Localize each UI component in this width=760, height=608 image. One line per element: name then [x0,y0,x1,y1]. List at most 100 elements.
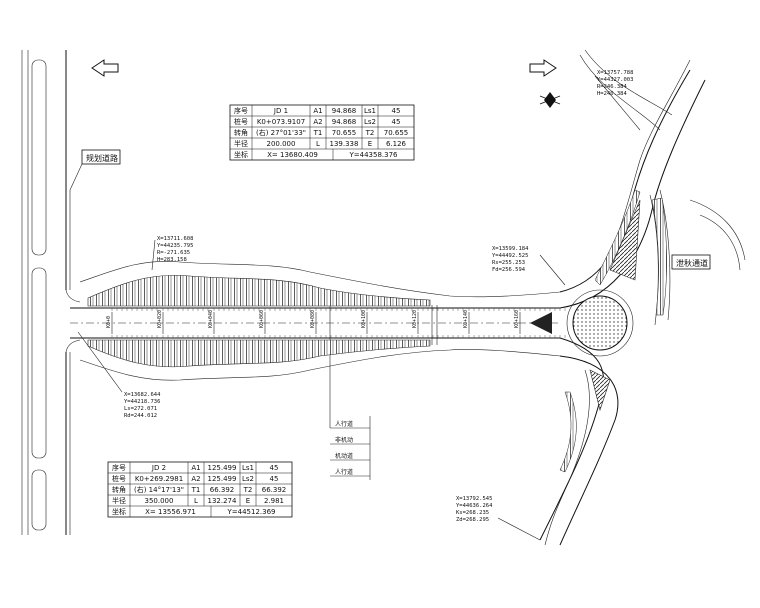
svg-text:X=13682.644: X=13682.644 [124,392,161,398]
left-vertical-road [21,50,81,535]
jd1-coord-x: X= 13680.409 [267,151,318,159]
lane-legend: 人行道 非机动 机动道 人行道 [330,416,371,480]
jd2-cell: 45 [270,464,279,472]
svg-text:R=246.384: R=246.384 [597,84,627,90]
svg-text:X=13711.608: X=13711.608 [157,236,193,242]
jd2-cell: 132.274 [208,497,237,505]
station-label: K0+060 [259,310,265,328]
jd2-cell: 45 [270,475,279,483]
jd1-cell: K0+073.9107 [257,118,305,126]
jd1-cell: JD 1 [273,107,288,115]
jd2-cell: 转角 [112,485,126,494]
jd2-coord-label: 坐标 [112,507,126,516]
jd2-cell: A2 [191,475,200,483]
lane-label-3: 机动道 [335,452,353,460]
jd2-cell: 66.392 [210,486,235,494]
svg-text:R=-271.635: R=-271.635 [157,250,190,256]
svg-text:Ls=272.071: Ls=272.071 [124,406,157,412]
jd2-cell: 350.000 [145,497,174,505]
jd2-cell: L [194,497,198,505]
jd2-cell: T1 [191,486,201,494]
jd1-cell: T1 [313,129,323,137]
jd2-cell: Ls1 [242,464,254,472]
jd2-cell: 序号 [112,463,126,472]
jd1-cell: 94.868 [332,118,357,126]
jd1-cell: Ls1 [364,107,376,115]
jd2-cell: A1 [191,464,200,472]
station-label: K0+080 [310,310,316,328]
jd1-cell: T2 [365,129,375,137]
svg-text:Y=44235.795: Y=44235.795 [157,243,193,249]
right-junction [530,49,746,546]
station-label: K0+0 [106,316,112,328]
jd1-cell: 45 [392,118,401,126]
jd1-cell: 45 [392,107,401,115]
jd1-cell: 139.338 [330,140,359,148]
svg-text:Y=44327.003: Y=44327.003 [597,77,633,83]
jd1-cell: 桩号 [234,117,248,126]
main-road [70,261,561,428]
jd1-cell: 94.868 [332,107,357,115]
jd1-cell: 200.000 [267,140,296,148]
station-label: K0+160 [514,310,520,328]
jd1-cell: Ls2 [364,118,376,126]
jd2-cell: 125.499 [208,475,237,483]
svg-text:Rs=255.253: Rs=255.253 [492,260,525,266]
jd1-cell: A1 [313,107,322,115]
lane-label-4: 人行道 [335,468,353,476]
svg-text:H=283.158: H=283.158 [157,257,187,263]
jd1-coord-y: Y=44358.376 [349,151,399,159]
svg-text:X=13792.545: X=13792.545 [456,496,492,502]
station-label: K0+040 [208,310,214,328]
arrow-left-icon [91,59,119,77]
svg-text:X=13599.184: X=13599.184 [492,246,529,252]
arrow-right-icon [529,59,557,77]
jd2-cell: 66.392 [262,486,287,494]
jd1-coord-label: 坐标 [234,150,248,159]
ramp-flow-label: 泄秋通道 [676,258,708,268]
callout-1: X=13757.788 Y=44327.003 R=246.384 H=240.… [594,70,641,131]
callout-2: X=13711.608 Y=44235.795 R=-271.635 H=283… [151,236,193,271]
callout-5: X=13792.545 Y=44636.264 Ks=268.235 Zd=26… [456,496,541,541]
jd2-coord-y: Y=44512.369 [227,508,276,516]
callout-4: X=13682.644 Y=44218.736 Ls=272.071 Rd=24… [77,331,161,419]
svg-text:Y=44492.525: Y=44492.525 [492,253,528,259]
svg-text:Fd=256.594: Fd=256.594 [492,267,526,273]
jd2-cell: 半径 [112,496,126,505]
jd2-cell: K0+269.2981 [135,475,183,483]
jd2-cell: 桩号 [112,474,126,483]
jd1-cell: 半径 [234,139,248,148]
svg-text:H=240.384: H=240.384 [597,91,627,97]
jd2-cell: 125.499 [208,464,237,472]
jd1-cell: 转角 [234,128,248,137]
planned-road-label-box: 规划道路 [69,149,121,191]
planned-road-label: 规划道路 [86,153,118,163]
jd1-cell: 70.655 [384,129,409,137]
jd1-cell: L [316,140,320,148]
jd1-cell: A2 [313,118,322,126]
jd1-cell: 序号 [234,106,248,115]
jd1-cell: (右) 27°01'33" [256,128,306,137]
jd2-cell: E [246,497,250,505]
station-label: K0+100 [361,310,367,328]
jd2-table: 序号 JD 2 A1 125.499 Ls1 45 桩号 K0+269.2981 A2 125.4… [107,461,293,518]
svg-text:Zd=268.295: Zd=268.295 [456,517,489,523]
lane-label-2: 非机动 [335,436,353,444]
jd2-coord-x: X= 13556.971 [145,508,196,516]
jd2-cell: Ls2 [242,475,254,483]
jd1-table: 序号 JD 1 A1 94.868 Ls1 45 桩号 K0+073.9107 A2 94.868… [229,104,415,161]
jd2-cell: 2.981 [264,497,284,505]
lane-label-1: 人行道 [335,420,353,428]
jd2-cell: T2 [243,486,253,494]
svg-text:X=13757.788: X=13757.788 [597,70,633,76]
compass-icon [539,92,561,108]
svg-text:Rd=244.012: Rd=244.012 [124,413,157,419]
station-label: K0+140 [463,310,469,328]
jd2-cell: JD 2 [151,464,166,472]
jd1-cell: 6.126 [386,140,407,148]
svg-text:Y=44218.736: Y=44218.736 [124,399,160,405]
hatched-verges [87,274,431,368]
